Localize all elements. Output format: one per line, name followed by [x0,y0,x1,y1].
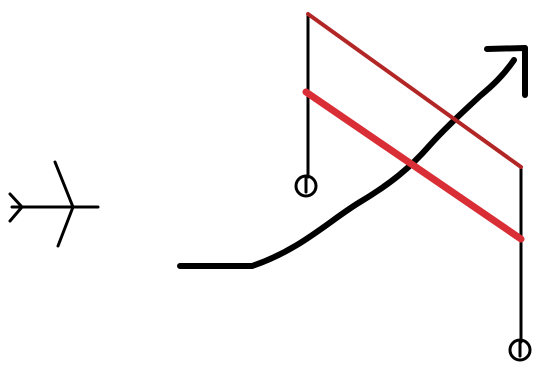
right-pole [508,165,532,362]
thick-red-line [302,88,525,243]
arrow-head-top [484,45,528,52]
thin-red-line [306,12,523,169]
airplane-tail-top [8,192,24,209]
airplane-wing-top [53,160,75,209]
terrain-path [177,57,517,269]
arrow-icon [484,45,528,98]
airplane-wing-bottom [56,205,75,248]
airplane-icon [8,160,100,248]
airplane-tail-bottom [8,205,24,223]
